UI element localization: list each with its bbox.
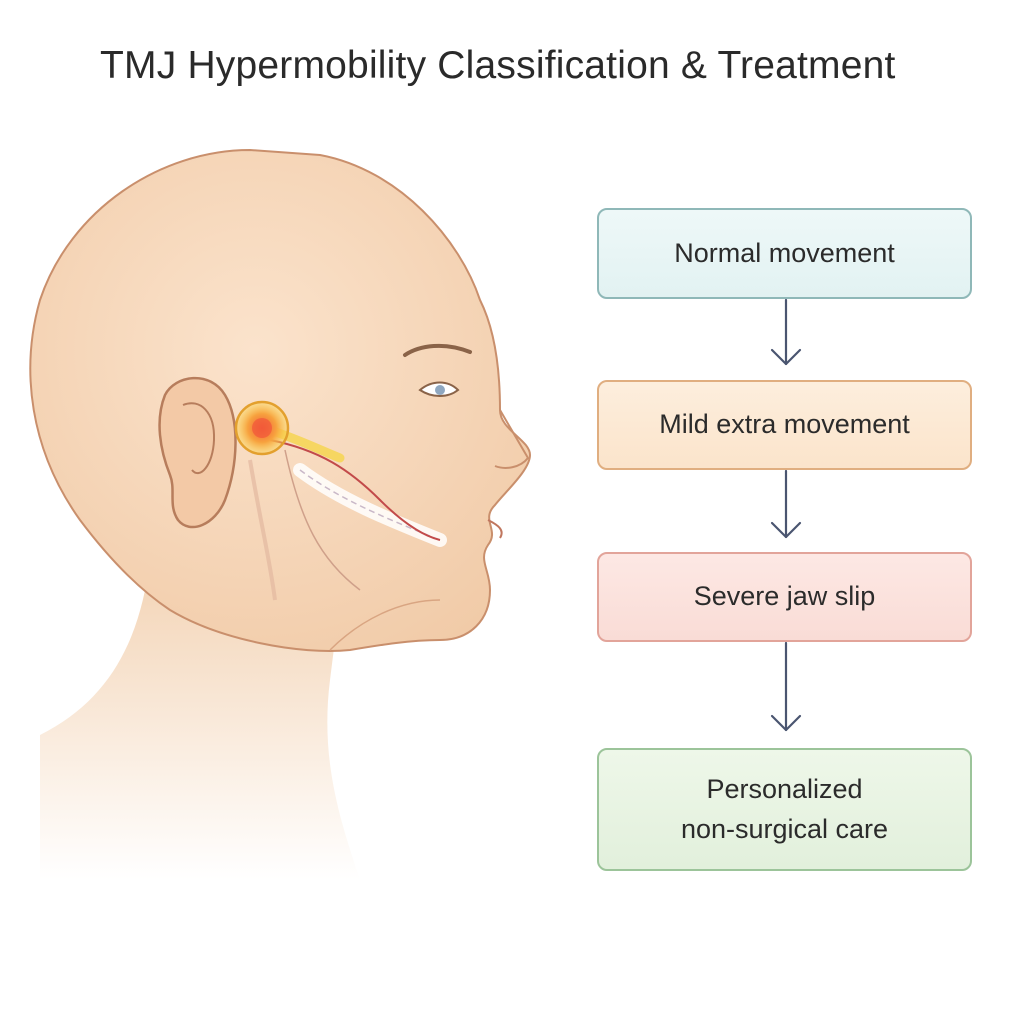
flow-step-severe-jaw-slip: Severe jaw slip <box>597 552 972 642</box>
head-profile-illustration <box>29 148 532 880</box>
flow-step-mild-extra-movement: Mild extra movement <box>597 380 972 470</box>
arrow-down-icon <box>770 641 802 732</box>
ear-icon <box>158 376 237 529</box>
flow-step-label-line-1: Personalized <box>706 774 863 805</box>
arrow-down-icon <box>770 469 802 539</box>
flow-step-label: Mild extra movement <box>659 409 910 440</box>
flow-step-label: Severe jaw slip <box>693 581 876 612</box>
page-title: TMJ Hypermobility Classification & Treat… <box>100 44 896 87</box>
arrow-down-icon <box>770 298 802 366</box>
eyebrow-icon <box>403 343 472 357</box>
flow-step-normal-movement: Normal movement <box>597 208 972 299</box>
flow-step-label: Normal movement <box>674 237 895 268</box>
flow-step-personalized-care: Personalized non-surgical care <box>597 748 972 871</box>
flow-step-label-line-2: non-surgical care <box>680 813 889 844</box>
head-shape <box>29 148 532 652</box>
